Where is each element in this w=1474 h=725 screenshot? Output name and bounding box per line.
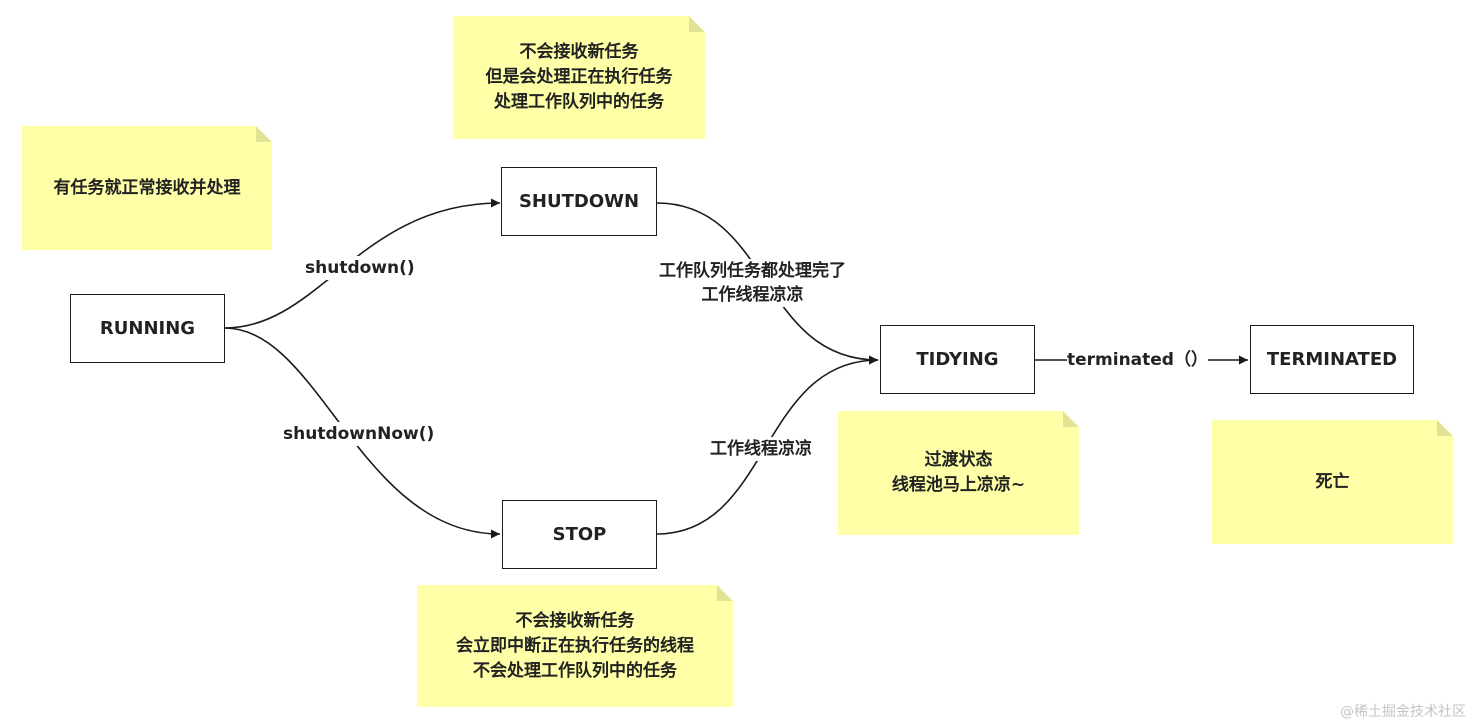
label-terminated-call: terminated（） <box>1067 348 1208 372</box>
state-running: RUNNING <box>70 294 225 363</box>
note-terminated: 死亡 <box>1212 420 1453 544</box>
note-stop: 不会接收新任务 会立即中断正在执行任务的线程 不会处理工作队列中的任务 <box>417 585 733 707</box>
state-shutdown: SHUTDOWN <box>501 167 657 236</box>
label-stop-to-tidying: 工作线程凉凉 <box>710 437 812 461</box>
note-tidying: 过渡状态 线程池马上凉凉~ <box>838 411 1079 535</box>
label-shutdown-call: shutdown() <box>305 256 415 280</box>
state-shutdown-label: SHUTDOWN <box>518 191 640 212</box>
label-shutdown-to-tidying: 工作队列任务都处理完了 工作线程凉凉 <box>659 259 846 307</box>
label-shutdown-now-call: shutdownNow() <box>283 422 435 446</box>
state-stop: STOP <box>502 500 657 569</box>
state-terminated: TERMINATED <box>1250 325 1414 394</box>
note-shutdown: 不会接收新任务 但是会处理正在执行任务 处理工作队列中的任务 <box>453 16 705 139</box>
note-running: 有任务就正常接收并处理 <box>22 126 272 250</box>
state-running-label: RUNNING <box>99 318 196 339</box>
state-tidying-label: TIDYING <box>916 349 999 370</box>
state-tidying: TIDYING <box>880 325 1035 394</box>
watermark: @稀土掘金技术社区 <box>1340 704 1466 720</box>
state-terminated-label: TERMINATED <box>1266 349 1398 370</box>
state-stop-label: STOP <box>552 524 607 545</box>
